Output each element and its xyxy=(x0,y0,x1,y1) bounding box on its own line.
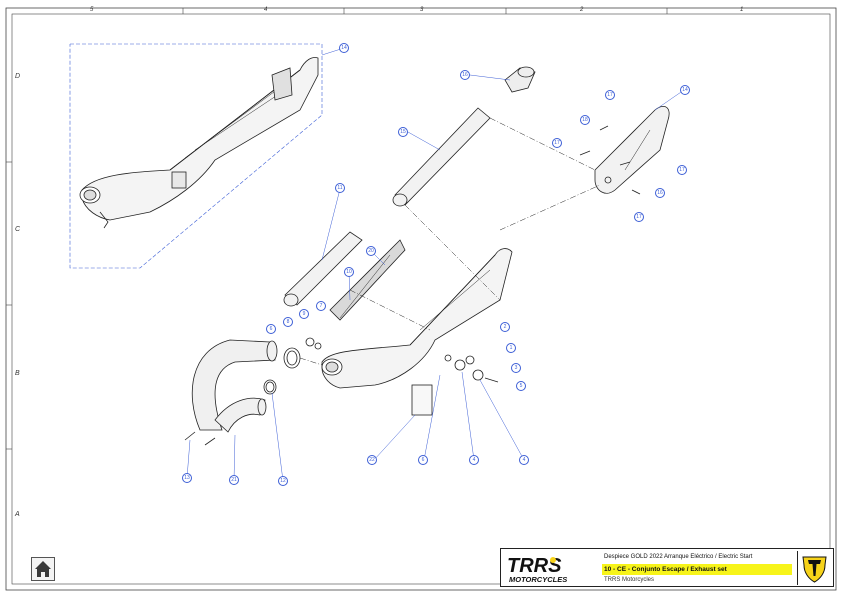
badge-box xyxy=(797,551,831,585)
callout-16-tip[interactable]: 16 xyxy=(460,70,470,80)
callout-5[interactable]: 5 xyxy=(516,381,526,391)
drawing-description: Despiece GOLD 2022 Arranque Eléctrico / … xyxy=(604,554,753,560)
callout-2[interactable]: 2 xyxy=(500,322,510,332)
assembly-lines xyxy=(299,117,601,366)
zone-row-c: C xyxy=(15,226,21,233)
callout-11[interactable]: 11 xyxy=(335,183,345,193)
callout-17-c[interactable]: 17 xyxy=(677,165,687,175)
callout-6-left[interactable]: 6 xyxy=(266,324,276,334)
zone-col-5: 5 xyxy=(90,7,94,13)
home-icon xyxy=(35,561,51,577)
trrs-logo: TRRS MOTORCYCLES xyxy=(503,551,601,585)
callout-17-d[interactable]: 17 xyxy=(634,212,644,222)
trrs-shield-icon xyxy=(802,556,827,583)
callout-22[interactable]: 22 xyxy=(367,455,377,465)
callout-8[interactable]: 8 xyxy=(283,317,293,327)
callout-15[interactable]: 15 xyxy=(398,127,408,137)
silencer-body xyxy=(321,239,513,416)
callout-3[interactable]: 3 xyxy=(511,363,521,373)
callout-14-cap[interactable]: 14 xyxy=(680,85,690,95)
callout-17-b[interactable]: 17 xyxy=(552,138,562,148)
zone-row-d: D xyxy=(15,73,21,80)
callout-1[interactable]: 1 xyxy=(506,343,516,353)
end-cap xyxy=(594,106,670,194)
title-block: TRRS MOTORCYCLES Despiece GOLD 2022 Arra… xyxy=(500,548,834,587)
drawing-title: 10 - CE - Conjunto Escape / Exhaust set xyxy=(602,564,792,575)
wool-tube xyxy=(283,231,363,307)
seals xyxy=(263,337,484,395)
zone-col-2: 2 xyxy=(580,7,584,13)
callout-16-b[interactable]: 16 xyxy=(655,188,665,198)
zone-row-a: A xyxy=(15,511,20,518)
logo-text: TRRS xyxy=(507,555,562,577)
leader-lines xyxy=(186,47,685,482)
callout-13[interactable]: 13 xyxy=(182,473,192,483)
callout-9[interactable]: 9 xyxy=(299,309,309,319)
callout-20[interactable]: 20 xyxy=(366,246,376,256)
callout-18-a[interactable]: 18 xyxy=(580,115,590,125)
callout-21[interactable]: 21 xyxy=(229,475,239,485)
home-button[interactable] xyxy=(31,557,55,581)
brand-name: TRRS Motorcycles xyxy=(604,577,655,583)
callout-4-right[interactable]: 4 xyxy=(519,455,529,465)
callout-7[interactable]: 7 xyxy=(316,301,326,311)
zone-col-4: 4 xyxy=(264,7,268,13)
callout-4-bottom[interactable]: 4 xyxy=(469,455,479,465)
header-pipe xyxy=(191,339,278,433)
zone-col-1: 1 xyxy=(740,7,744,13)
zone-col-3: 3 xyxy=(420,7,424,13)
end-tip xyxy=(504,66,536,93)
inset-view xyxy=(69,43,323,269)
inner-pipe xyxy=(392,107,491,207)
callout-12[interactable]: 12 xyxy=(278,476,288,486)
callout-17-a[interactable]: 17 xyxy=(605,90,615,100)
logo-subtext: MOTORCYCLES xyxy=(509,575,567,584)
callout-6-bottom[interactable]: 6 xyxy=(418,455,428,465)
callout-10[interactable]: 10 xyxy=(344,267,354,277)
zone-row-b: B xyxy=(15,370,20,377)
callout-14-inset[interactable]: 14 xyxy=(339,43,349,53)
bolts xyxy=(184,125,641,446)
